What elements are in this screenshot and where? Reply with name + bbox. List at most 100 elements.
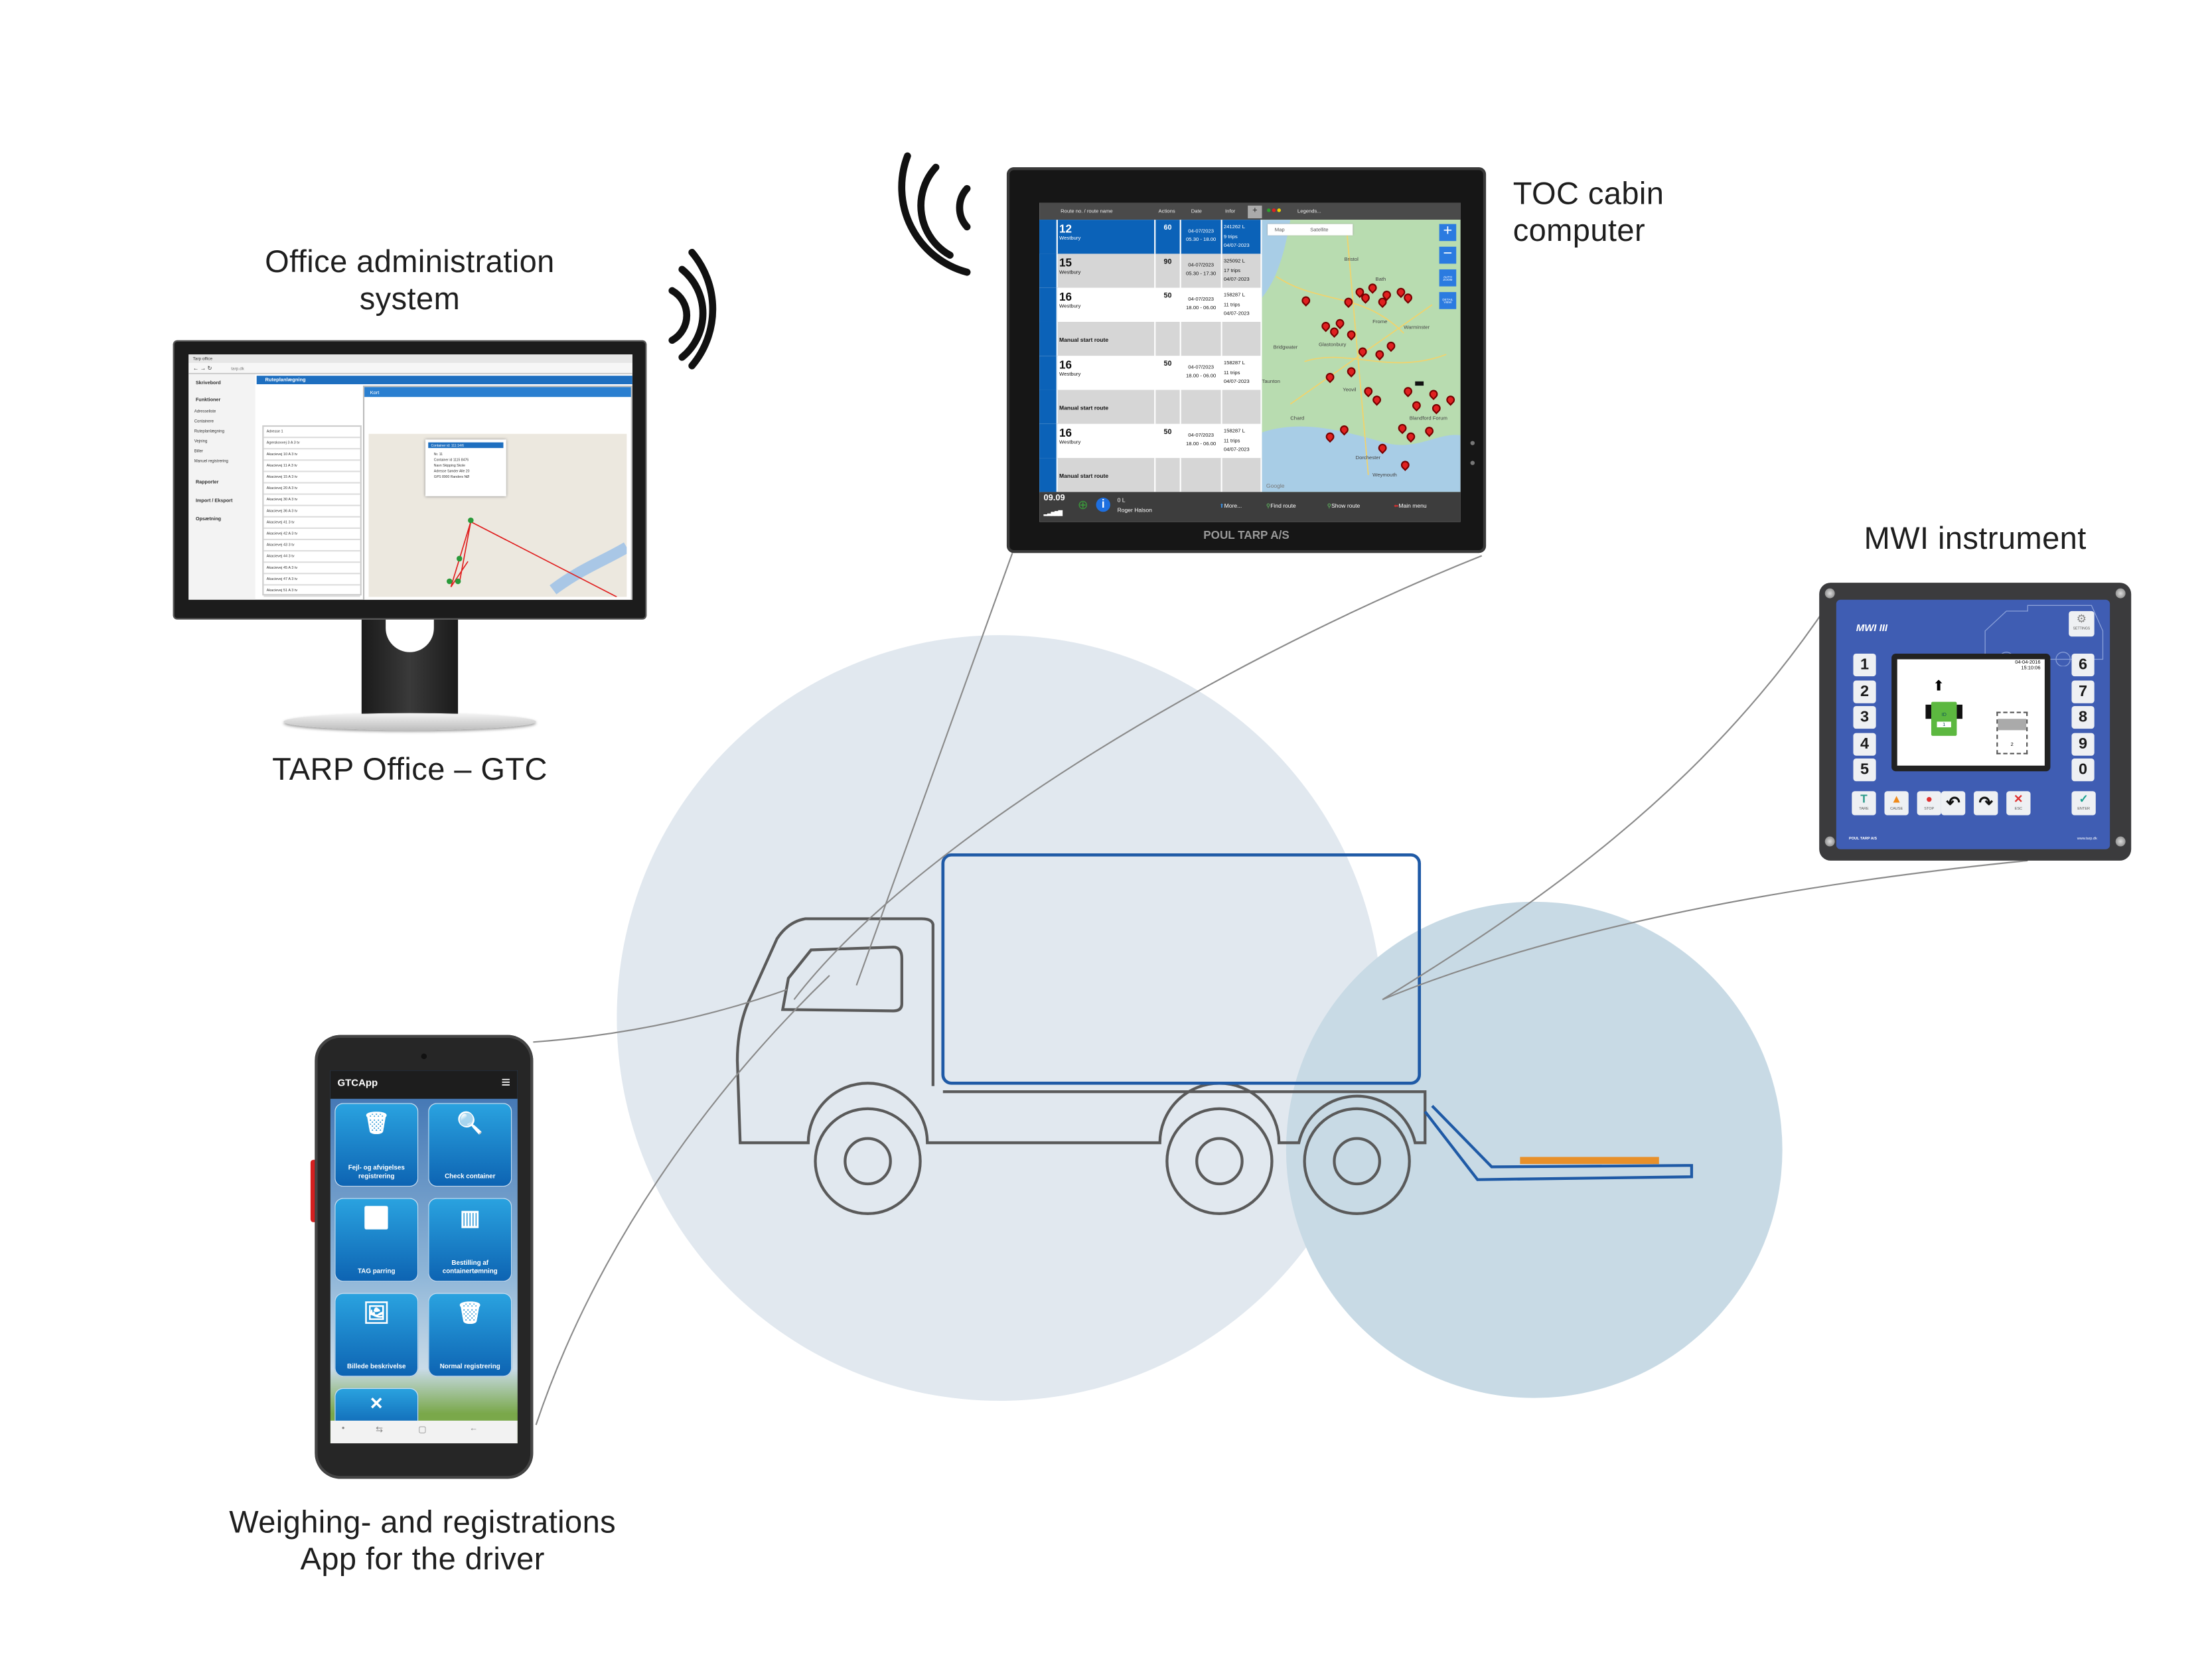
more-button[interactable]: ⬆More... xyxy=(1219,502,1242,509)
list-item[interactable]: Akacievej 42 A 3 tv xyxy=(263,529,360,541)
list-item[interactable]: Akacievej 43 3 tv xyxy=(263,540,360,552)
home-icon[interactable]: ▢ xyxy=(418,1426,427,1435)
list-item[interactable]: Akacievej 30 A 3 tv xyxy=(263,495,360,506)
back-arrow-button[interactable]: ↶ xyxy=(1941,791,1966,816)
hamburger-menu-icon[interactable]: ≡ xyxy=(501,1074,511,1092)
popup-line: Adresse Sønder Alle 20 xyxy=(433,469,470,474)
dot-icon[interactable]: • xyxy=(341,1425,345,1434)
sidebar-item[interactable]: Import / Eksport xyxy=(195,497,233,504)
manual-route-row[interactable]: Manual start route xyxy=(1039,390,1262,425)
list-item[interactable]: Akacievej 15 A 3 tv xyxy=(263,472,360,484)
sidebar-item[interactable]: Vejning xyxy=(194,438,208,444)
list-item[interactable]: Adresse 1 xyxy=(263,427,360,439)
phone-camera xyxy=(421,1053,427,1059)
key-0[interactable]: 0 xyxy=(2071,758,2095,782)
key-9[interactable]: 9 xyxy=(2071,732,2095,755)
main-menu-button[interactable]: ⬅Main menu xyxy=(1394,502,1426,509)
list-item[interactable]: Akacievej 11 A 3 tv xyxy=(263,461,360,472)
map-tab[interactable]: Map xyxy=(1274,226,1285,233)
phone-screen: GTCApp ≡ 🗑Fejl- og afvigelses registreri… xyxy=(330,1070,518,1443)
key-2[interactable]: 2 xyxy=(1853,680,1876,703)
info-icon[interactable]: i xyxy=(1096,497,1110,512)
list-item[interactable]: Akacievej 36 A 3 tv xyxy=(263,506,360,518)
recents-icon[interactable]: ⇆ xyxy=(376,1426,383,1435)
app-tile[interactable]: ▥Bestilling af containertømning xyxy=(428,1198,512,1282)
forward-arrow-button[interactable]: ↷ xyxy=(1974,791,1998,816)
enter-button[interactable]: ✓ENTER xyxy=(2071,791,2096,816)
info-line: 11 trips xyxy=(1223,437,1240,443)
key-3[interactable]: 3 xyxy=(1853,705,1876,729)
detail-view-button[interactable]: DETAIL VIEW xyxy=(1439,292,1457,309)
auto-zoom-button[interactable]: AUTO ZOOM xyxy=(1439,269,1457,287)
esc-button[interactable]: ✕ESC xyxy=(2006,791,2031,816)
sidebar-item[interactable]: Manuel registrering xyxy=(194,458,228,464)
row-stripe xyxy=(1039,423,1058,459)
list-item[interactable]: Akacievej 41 3 tv xyxy=(263,518,360,529)
add-column-button[interactable]: + xyxy=(1248,205,1262,219)
list-item[interactable]: Akacievej 10 A 3 tv xyxy=(263,449,360,461)
list-item[interactable]: Akacievej 44 3 tv xyxy=(263,551,360,563)
stop-button[interactable]: ●STOP xyxy=(1917,791,1941,816)
show-route-button[interactable]: ⚲Show route xyxy=(1327,502,1361,509)
key-8[interactable]: 8 xyxy=(2071,705,2095,729)
sidebar-item[interactable]: Adresseliste xyxy=(194,408,216,414)
cause-button[interactable]: ▲CAUSE xyxy=(1884,791,1909,816)
key-1[interactable]: 1 xyxy=(1853,653,1876,677)
app-tile[interactable]: 🗑Normal registrering xyxy=(428,1293,512,1377)
app-tile[interactable]: 🖼Billede beskrivelse xyxy=(334,1293,419,1377)
list-item[interactable]: Akacievej 47 A 3 tv xyxy=(263,574,360,586)
back-icon[interactable]: ← xyxy=(469,1425,479,1434)
manual-route-row[interactable]: Manual start route xyxy=(1039,321,1262,358)
key-6[interactable]: 6 xyxy=(2071,653,2095,677)
map-place-label: Warminster xyxy=(1404,325,1430,330)
list-item[interactable]: Akacievej 45 A 3 tv xyxy=(263,563,360,575)
sidebar-item[interactable]: Funktioner xyxy=(195,397,221,403)
list-item[interactable]: Akacievej 51 A 3 tv xyxy=(263,585,360,597)
legends-button[interactable]: Legends... xyxy=(1297,208,1321,214)
app-tile[interactable]: 🗑Fejl- og afvigelses registrering xyxy=(334,1103,419,1187)
browser-tab[interactable]: Tarp office xyxy=(192,356,213,362)
key-5[interactable]: 5 xyxy=(1853,758,1876,782)
gripper xyxy=(1925,704,1931,719)
key-7[interactable]: 7 xyxy=(2071,680,2095,703)
sidebar-item[interactable]: Containere xyxy=(194,418,214,424)
zoom-in-button[interactable]: + xyxy=(1439,224,1457,242)
app-tile[interactable]: 🔍Check container xyxy=(428,1103,512,1187)
sidebar-item[interactable]: Biller xyxy=(194,448,203,454)
satellite-tab[interactable]: Satellite xyxy=(1310,226,1329,233)
globe-icon[interactable]: ⊕ xyxy=(1077,497,1088,512)
weighing-bar xyxy=(1520,1157,1659,1165)
time-window: 18.00 - 06.00 xyxy=(1186,372,1217,379)
list-item[interactable]: Akacievej 54 A 3 tv xyxy=(263,597,360,599)
nav-arrows-icon[interactable]: ← → ↻ xyxy=(192,364,212,372)
sidebar-item[interactable]: Ruteplanlægning xyxy=(194,428,224,434)
settings-button[interactable]: ⚙SETTINGS xyxy=(2069,611,2095,637)
browser-addressbar[interactable]: ← → ↻ tarp.dk xyxy=(188,362,632,375)
office-system-label: Office administration system xyxy=(197,244,623,317)
app-tile[interactable]: 📶TAG parring xyxy=(334,1198,419,1282)
sidebar-item[interactable]: Rapporter xyxy=(195,479,219,485)
url-field[interactable]: tarp.dk xyxy=(231,365,244,371)
sidebar-item[interactable]: Opsætning xyxy=(195,516,222,522)
manual-route-row[interactable]: Manual start route xyxy=(1039,458,1262,494)
list-item[interactable]: Agerskovvej 3 A 3 tv xyxy=(263,438,360,450)
sidebar-item[interactable]: Skrivebord xyxy=(195,380,221,386)
find-route-button[interactable]: ⚲Find route xyxy=(1266,502,1296,509)
time: 15:10:06 xyxy=(2021,664,2041,670)
list-item[interactable]: Akacievej 20 A 3 tv xyxy=(263,484,360,495)
zoom-out-button[interactable]: − xyxy=(1439,246,1457,264)
key-4[interactable]: 4 xyxy=(1853,732,1876,755)
